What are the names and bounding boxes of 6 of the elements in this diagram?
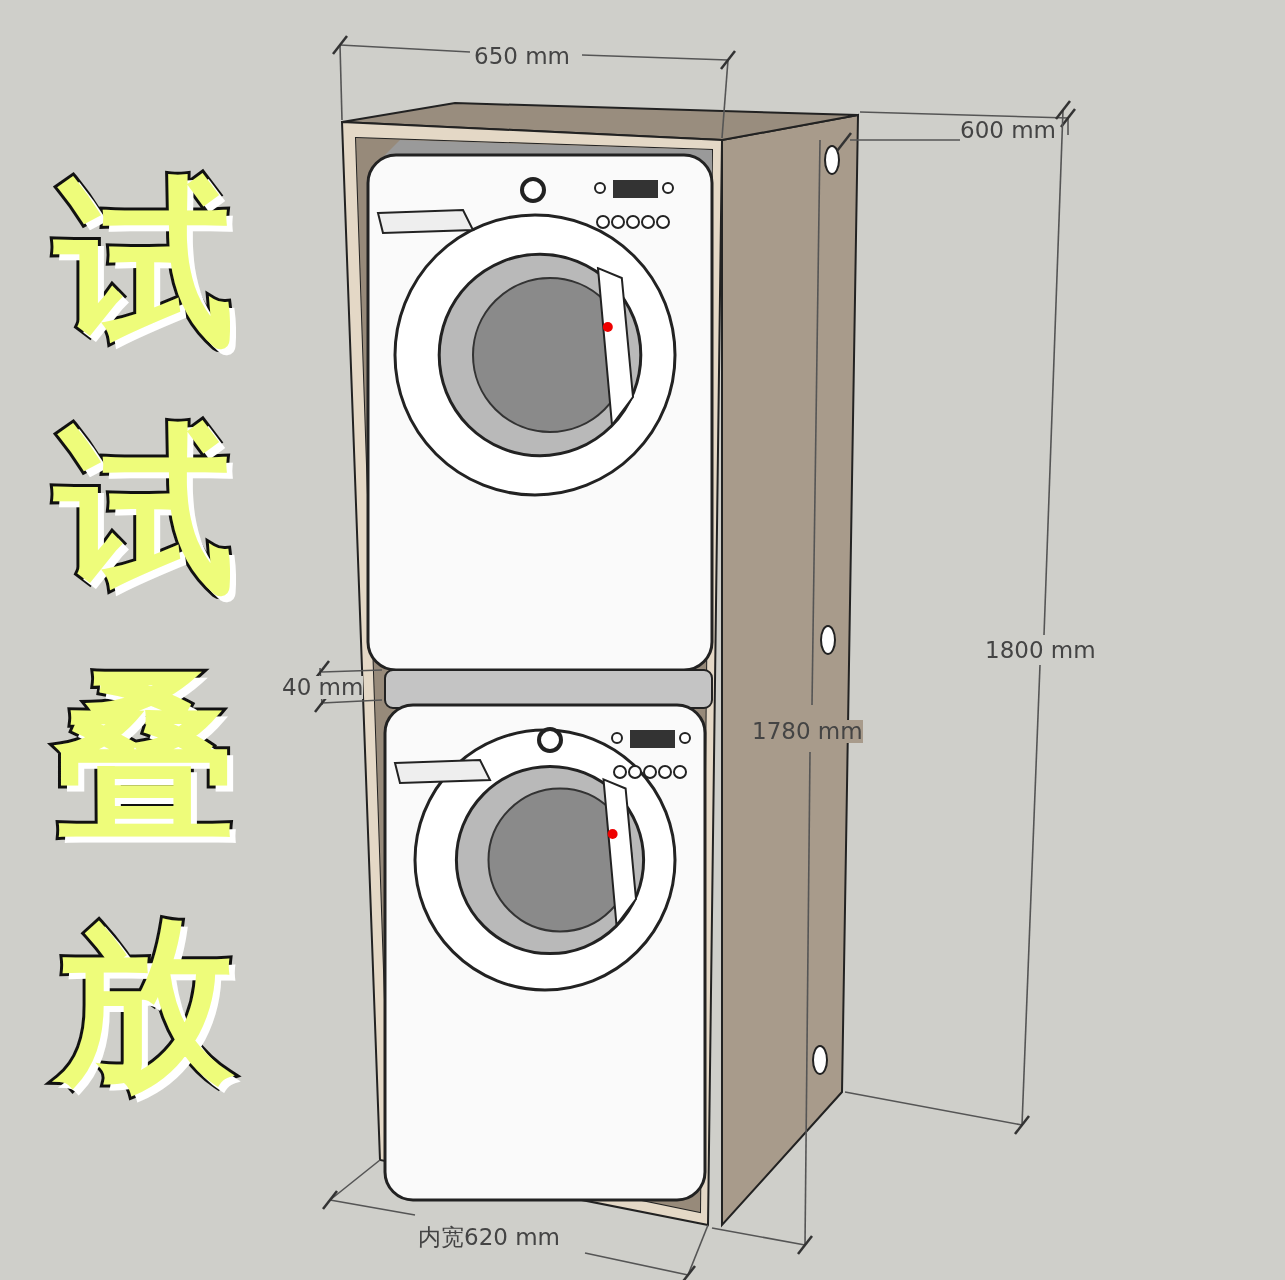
dimension-label: 1780 mm	[752, 720, 863, 743]
dimension-label: 内宽620 mm	[418, 1226, 561, 1249]
dimension-label: 600 mm	[960, 119, 1057, 142]
dimension-label: 40 mm	[282, 676, 364, 699]
dimension-label: 650 mm	[474, 45, 571, 68]
dimension-label: 1800 mm	[985, 639, 1096, 662]
